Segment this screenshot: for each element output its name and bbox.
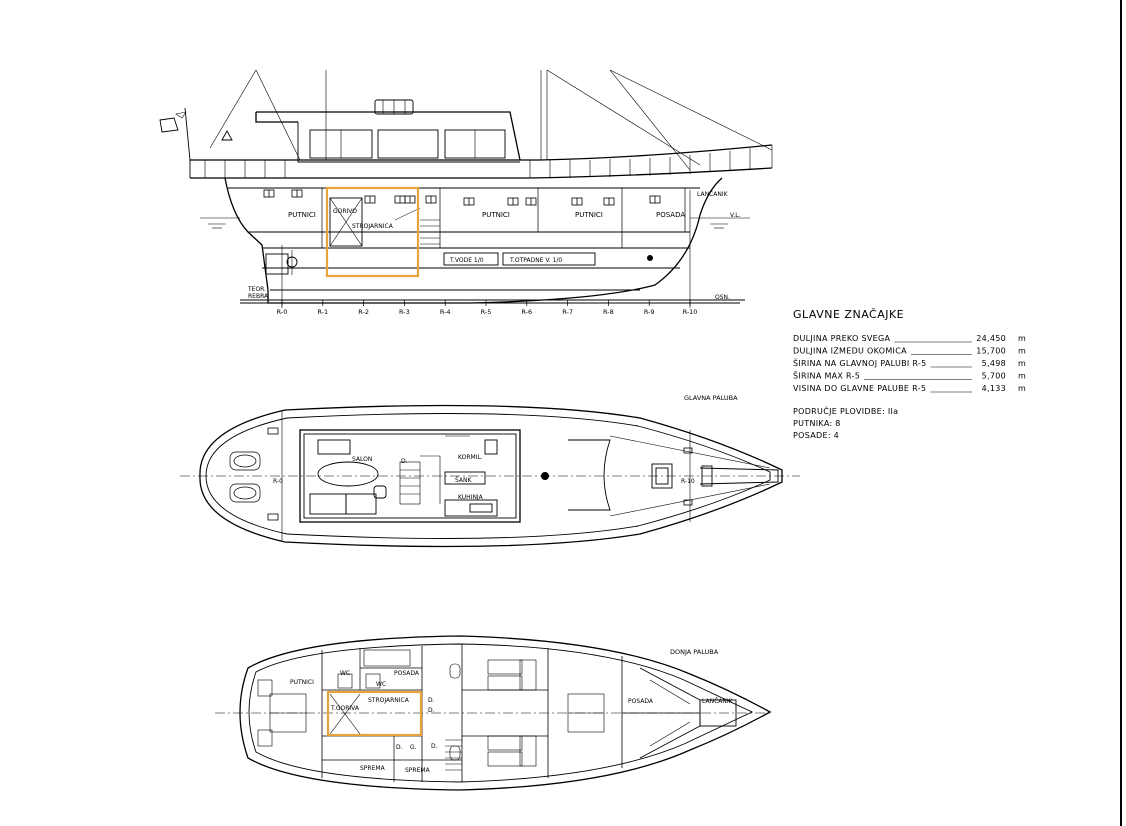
portholes <box>263 189 661 206</box>
frame-label: R-0 <box>277 308 288 316</box>
label-kuhinja: KUHINJA <box>458 494 484 501</box>
label-teor: TEOR. <box>247 286 266 293</box>
specifications: GLAVNE ZNAČAJKE DULJINA PREKO SVEGA 24,45… <box>793 308 1026 440</box>
main-deck-title: GLAVNA PALUBA <box>684 394 738 402</box>
label-d-2: D. <box>428 707 435 714</box>
label-putnici-aft: PUTNICI <box>288 211 316 219</box>
lower-deck-title: DONJA PALUBA <box>670 648 719 656</box>
label-d: D. <box>401 458 408 465</box>
frame-label: R-1 <box>317 308 328 316</box>
spec-value: 5,498 <box>982 359 1006 368</box>
frame-label: R-7 <box>562 308 573 316</box>
spec-label: DULJINA PREKO SVEGA <box>793 334 890 343</box>
label-g: G. <box>410 744 417 751</box>
label-lancanik: LANČANIK <box>697 191 729 198</box>
spec-unit: m <box>1018 384 1026 393</box>
frame-label: R-6 <box>521 308 532 316</box>
specs-title: GLAVNE ZNAČAJKE <box>793 308 904 321</box>
flag-icon <box>159 107 191 161</box>
label-t-vode: T.VODE 1/0 <box>449 257 484 264</box>
spec-unit: m <box>1018 334 1026 343</box>
spec-label: DULJINA IZMEDU OKOMICA <box>793 347 907 356</box>
frame-label: R-9 <box>644 308 655 316</box>
spec-extra-line: PODRUČJE PLOVIDBE: IIa <box>793 405 898 416</box>
warning-icon <box>221 130 233 141</box>
label-d-3: D. <box>396 744 403 751</box>
label-strojarnica-lower: STROJARNICA <box>368 697 410 704</box>
label-d-1: D. <box>428 697 435 704</box>
spec-value: 4,133 <box>982 384 1006 393</box>
spec-value: 24,450 <box>976 334 1006 343</box>
label-posada-fwd: POSADA <box>628 698 654 705</box>
spec-label: ŠIRINA NA GLAVNOJ PALUBI R-5 <box>793 357 927 368</box>
label-rebra: REBRA <box>248 293 269 300</box>
frame-label: R-5 <box>481 308 492 316</box>
label-vl: V.L. <box>730 212 741 219</box>
spec-label: ŠIRINA MAX R-5 <box>793 370 860 381</box>
label-posada-aft: POSADA <box>394 670 420 677</box>
spec-unit: m <box>1018 347 1026 356</box>
engine-room-highlight-lower <box>326 690 423 737</box>
label-kormil: KORMIL. <box>458 454 483 461</box>
frame-label: R-2 <box>358 308 369 316</box>
spec-label: VISINA DO GLAVNE PALUBE R-5 <box>793 384 926 393</box>
frame-label: R-10 <box>683 308 698 316</box>
main-deck-plan: GLAVNA PALUBA <box>180 394 800 548</box>
label-salon: SALON <box>352 456 372 463</box>
spec-unit: m <box>1018 372 1026 381</box>
label-t-otpadne: T.OTPADNE V. 1/0 <box>509 257 562 264</box>
label-sank: ŠANK <box>455 477 473 484</box>
spec-value: 15,700 <box>976 347 1006 356</box>
spec-extra-line: PUTNIKA: 8 <box>793 419 841 428</box>
label-wc-1: WC <box>340 670 350 677</box>
mast-step-icon <box>541 472 549 480</box>
label-osn: OSN. <box>715 294 730 301</box>
label-posada: POSADA <box>656 211 685 219</box>
label-t-goriva: T.GORIVA <box>330 705 360 712</box>
engine-room-highlight <box>325 186 420 278</box>
label-wc-2: WC <box>376 681 386 688</box>
spec-value: 5,700 <box>982 372 1006 381</box>
label-r10: R-10 <box>681 478 695 485</box>
label-gorivo: GORIVO <box>333 208 357 215</box>
label-putnici-mid: PUTNICI <box>482 211 510 219</box>
label-putnici-lower: PUTNICI <box>290 679 314 686</box>
label-sprema-2: SPREMA <box>405 767 431 774</box>
label-d-4: D. <box>431 743 438 750</box>
label-sprema-1: SPREMA <box>360 765 386 772</box>
label-putnici-fwd: PUTNICI <box>575 211 603 219</box>
frame-label: R-8 <box>603 308 614 316</box>
profile-view: R-0 R-1 R-2 R-3 R-4 R-5 R-6 R-7 R-8 R-9 R-10 PUTNI… <box>159 69 773 316</box>
lower-deck-plan: DONJA PALUBA <box>215 635 772 791</box>
frame-label: R-4 <box>440 308 451 316</box>
frame-label: R-3 <box>399 308 410 316</box>
label-strojarnica: STROJARNICA <box>352 223 394 230</box>
frame-ticks: R-0 R-1 R-2 R-3 R-4 R-5 R-6 R-7 R-8 R-9 R-10 <box>277 300 698 316</box>
label-r0: R-0 <box>273 478 283 485</box>
anchor-icon <box>647 255 653 261</box>
spec-extra-line: POSADE: 4 <box>793 431 839 440</box>
label-lancanik-lower: LANČANIK <box>702 698 734 705</box>
spec-unit: m <box>1018 359 1026 368</box>
